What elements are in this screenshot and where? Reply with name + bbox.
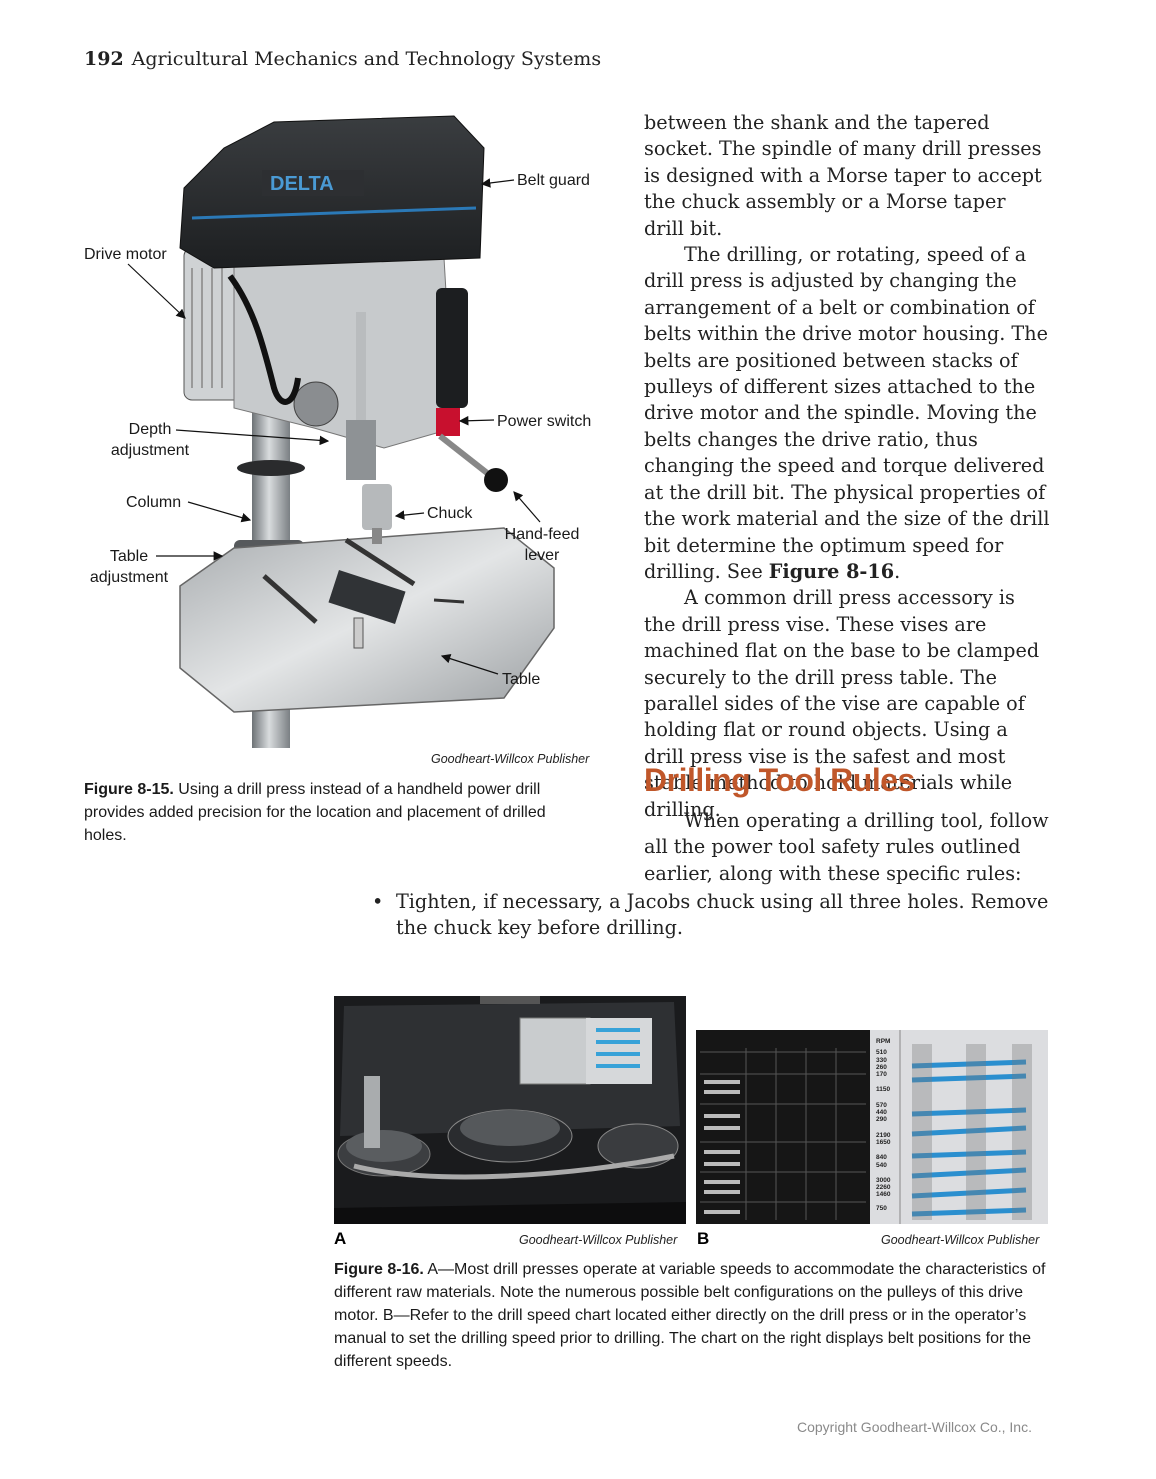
drill-press-illustration: DELTA bbox=[127, 115, 555, 748]
figure-8-15-credit: Goodheart-Willcox Publisher bbox=[431, 752, 590, 766]
book-title: Agricultural Mechanics and Technology Sy… bbox=[131, 48, 602, 70]
paragraph-2: The drilling, or rotating, speed of a dr… bbox=[644, 243, 1050, 583]
paragraph-3: A common drill press accessory is the dr… bbox=[644, 586, 1040, 821]
rpm-column: RPM 510 330 260 170 1150 570 440 290 219… bbox=[876, 1038, 891, 1212]
figure-8-15: DELTA Belt guard Drive motor Power switc… bbox=[84, 108, 604, 752]
label-belt-guard: Belt guard bbox=[517, 172, 590, 189]
callout-hand-feed-lever bbox=[513, 491, 541, 523]
figure-8-16-caption-label: Figure 8-16. bbox=[334, 1261, 424, 1278]
figure-8-16-b-credit: Goodheart-Willcox Publisher bbox=[881, 1233, 1040, 1247]
panel-b-label: B bbox=[697, 1229, 710, 1248]
body-text: between the shank and the tapered socket… bbox=[644, 110, 1050, 823]
callout-belt-guard bbox=[480, 178, 515, 188]
table-shape bbox=[179, 527, 555, 713]
rule-list: • Tighten, if necessary, a Jacobs chuck … bbox=[372, 889, 1052, 942]
figure-8-15-caption-text: Using a drill press instead of a handhel… bbox=[84, 781, 546, 844]
callout-depth-adjustment bbox=[175, 429, 330, 446]
pulley-photo bbox=[334, 996, 686, 1224]
bullet-icon: • bbox=[372, 890, 384, 913]
label-power-switch: Power switch bbox=[497, 413, 592, 430]
rule-item: Tighten, if necessary, a Jacobs chuck us… bbox=[396, 890, 1049, 940]
figure-8-15-caption: Figure 8-15. Using a drill press instead… bbox=[84, 778, 574, 847]
label-drive-motor: Drive motor bbox=[84, 246, 167, 263]
copyright-notice: Copyright Goodheart-Willcox Co., Inc. bbox=[797, 1419, 1032, 1435]
section-heading: Drilling Tool Rules bbox=[644, 762, 915, 798]
page-number: 192 bbox=[84, 48, 124, 70]
label-chuck: Chuck bbox=[427, 505, 473, 522]
paragraph-1: between the shank and the tapered socket… bbox=[644, 111, 1042, 240]
label-column: Column bbox=[126, 494, 182, 511]
label-table: Table bbox=[502, 671, 541, 688]
brand-logo: DELTA bbox=[270, 173, 334, 195]
section-intro: When operating a drilling tool, follow a… bbox=[644, 809, 1049, 885]
figure-8-16-a-credit: Goodheart-Willcox Publisher bbox=[519, 1233, 678, 1247]
figure-8-16-b: RPM 510 330 260 170 1150 570 440 290 219… bbox=[696, 1030, 1048, 1224]
figure-8-16-caption: Figure 8-16. A—Most drill presses operat… bbox=[334, 1258, 1050, 1373]
running-head: 192 Agricultural Mechanics and Technology… bbox=[84, 48, 601, 70]
figure-8-15-caption-label: Figure 8-15. bbox=[84, 781, 174, 798]
callout-chuck bbox=[394, 510, 425, 520]
figure-8-16-reference: Figure 8-16 bbox=[768, 559, 895, 583]
figure-8-16-caption-text: A—Most drill presses operate at variable… bbox=[334, 1261, 1046, 1370]
callout-table bbox=[440, 654, 499, 675]
panel-a-label: A bbox=[334, 1229, 347, 1248]
callout-column bbox=[187, 501, 252, 523]
figure-8-16-a bbox=[334, 996, 686, 1224]
callout-power-switch bbox=[458, 415, 495, 426]
callout-drive-motor bbox=[127, 263, 186, 319]
speed-chart-photo bbox=[696, 1030, 1048, 1224]
